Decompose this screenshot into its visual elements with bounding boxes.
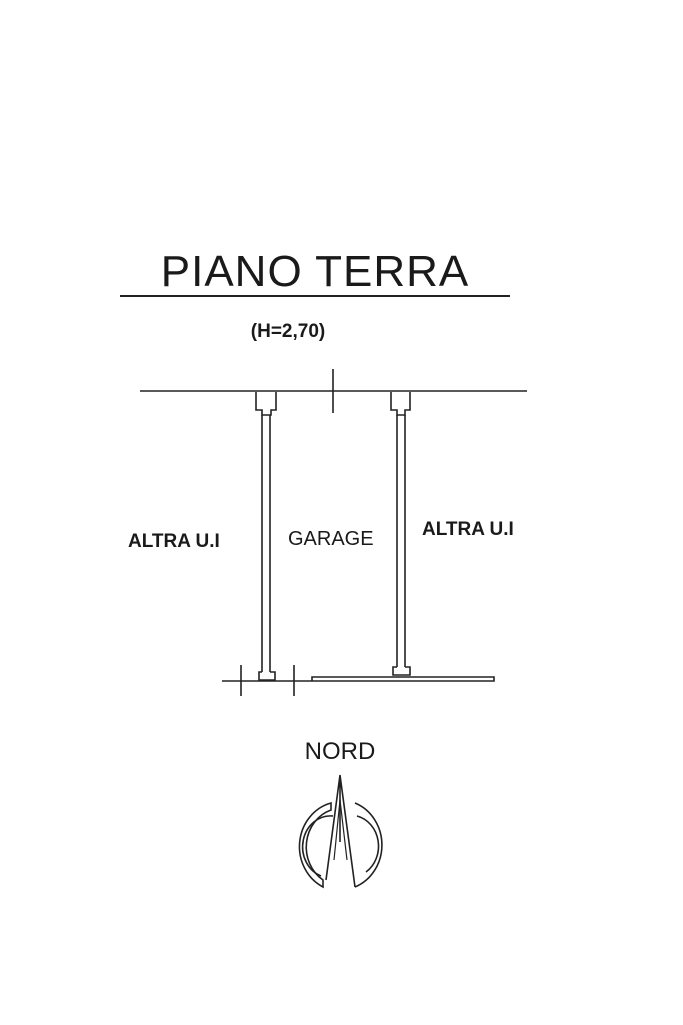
bottom-boundary-right [311,676,495,682]
ceiling-height-note: (H=2,70) [250,321,326,342]
plan-title: PIANO TERRA [160,247,470,296]
compass-outer-arc [298,801,332,889]
room-label-right-unit: ALTRA U.I [422,519,514,540]
compass-needle-inner [333,799,348,861]
room-label-garage: GARAGE [288,528,374,550]
compass-inner-arc-right [356,815,380,873]
left-wall-base [258,671,276,681]
right-wall-base [392,666,411,676]
right-wall-cap [390,392,411,416]
compass-needle [325,774,356,888]
compass-outer-arc-right [354,802,383,888]
room-label-left-unit: ALTRA U.I [128,531,220,552]
north-label: NORD [304,738,376,765]
compass-inner-arc-left [301,815,334,877]
north-arrow-icon [298,774,383,889]
left-wall-cap [255,392,277,416]
